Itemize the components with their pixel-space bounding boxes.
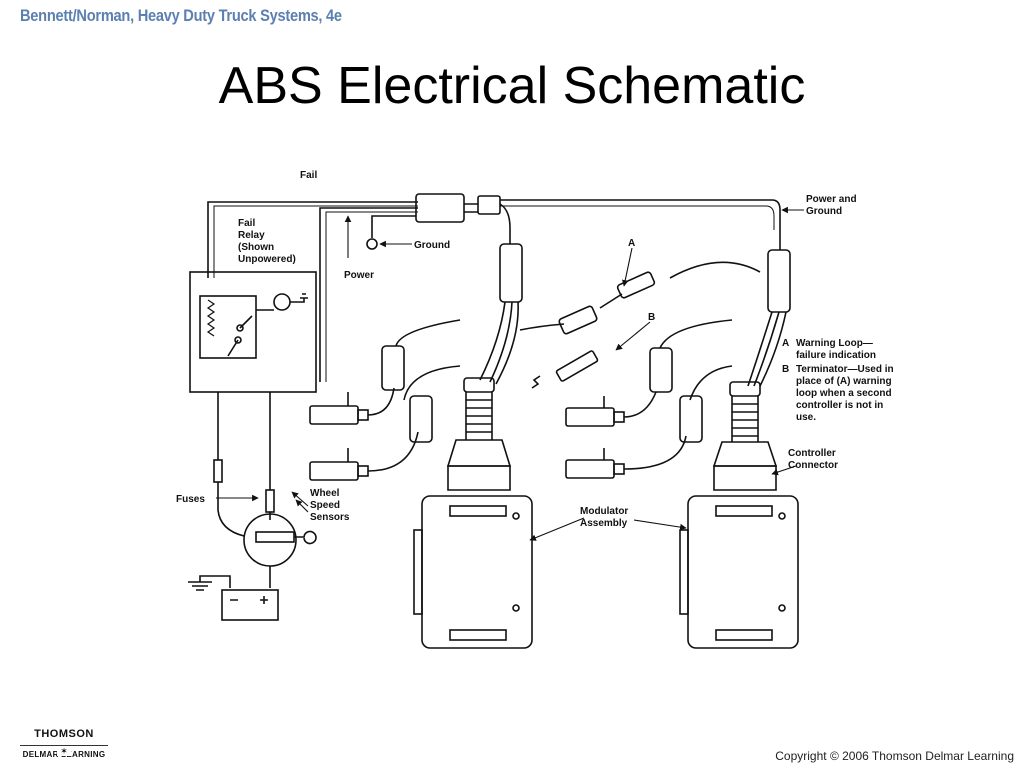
- top-wire-fail: [207, 201, 418, 278]
- wheel-sensor-lower-right: [565, 459, 615, 479]
- label-modulator-assembly: Modulator Assembly: [580, 506, 631, 529]
- legend-a-letter: A: [782, 338, 789, 349]
- logo-star-rule: ✶: [14, 741, 114, 756]
- label-fail: Fail: [300, 170, 317, 181]
- right-cable-connector: [767, 249, 791, 313]
- label-wheel-speed-sensors: Wheel Speed Sensors: [310, 488, 350, 523]
- left-pigtail-2: [409, 395, 433, 443]
- fail-relay-box: [189, 271, 317, 393]
- label-controller-connector: Controller Connector: [788, 448, 839, 471]
- wheel-sensor-lower-left: [309, 461, 359, 481]
- legend-b-text: Terminator—Used in place of (A) warning …: [796, 364, 896, 423]
- star-icon: ✶: [57, 746, 71, 756]
- label-a: A: [628, 238, 635, 249]
- right-pigtail-1: [649, 347, 673, 393]
- logo-top-text: THOMSON: [34, 728, 94, 740]
- battery: [221, 589, 279, 621]
- abs-schematic: Fail Fail Relay (Shown Unpowered) Ground…: [176, 170, 896, 649]
- inline-connector-2: [477, 195, 501, 215]
- top-wire-right: [500, 199, 781, 230]
- wheel-sensor-upper-right: [565, 407, 615, 427]
- label-fuses: Fuses: [176, 494, 205, 505]
- ignition-switch: [243, 513, 297, 567]
- fuse-right: [265, 489, 275, 513]
- left-pigtail-1: [381, 345, 405, 391]
- label-b: B: [648, 312, 655, 323]
- copyright-notice: Copyright © 2006 Thomson Delmar Learning: [775, 749, 1014, 763]
- label-power-and-ground: Power and Ground: [806, 194, 859, 217]
- label-ground: Ground: [414, 240, 450, 251]
- warning-lamp: [273, 293, 291, 311]
- publisher-logo: THOMSON ✶ DELMAR LEARNING: [14, 728, 114, 759]
- right-pigtail-2: [679, 395, 703, 443]
- fuse-left: [213, 459, 223, 483]
- wheel-sensor-upper-left: [309, 405, 359, 425]
- label-fail-relay: Fail Relay (Shown Unpowered): [238, 218, 296, 265]
- label-power: Power: [344, 270, 374, 281]
- inline-connector-1: [415, 193, 465, 223]
- ground-ring: [366, 238, 378, 250]
- warning-loop-a: [616, 271, 656, 299]
- book-header: Bennett/Norman, Heavy Duty Truck Systems…: [20, 6, 342, 25]
- legend-b-letter: B: [782, 364, 789, 375]
- ground-wire: [371, 215, 416, 238]
- legend-a-text: Warning Loop— failure indication: [796, 338, 876, 361]
- left-cable-connector: [499, 243, 523, 303]
- slide-title: ABS Electrical Schematic: [218, 57, 806, 115]
- terminator-b: [555, 350, 599, 382]
- top-wire-power: [319, 207, 418, 382]
